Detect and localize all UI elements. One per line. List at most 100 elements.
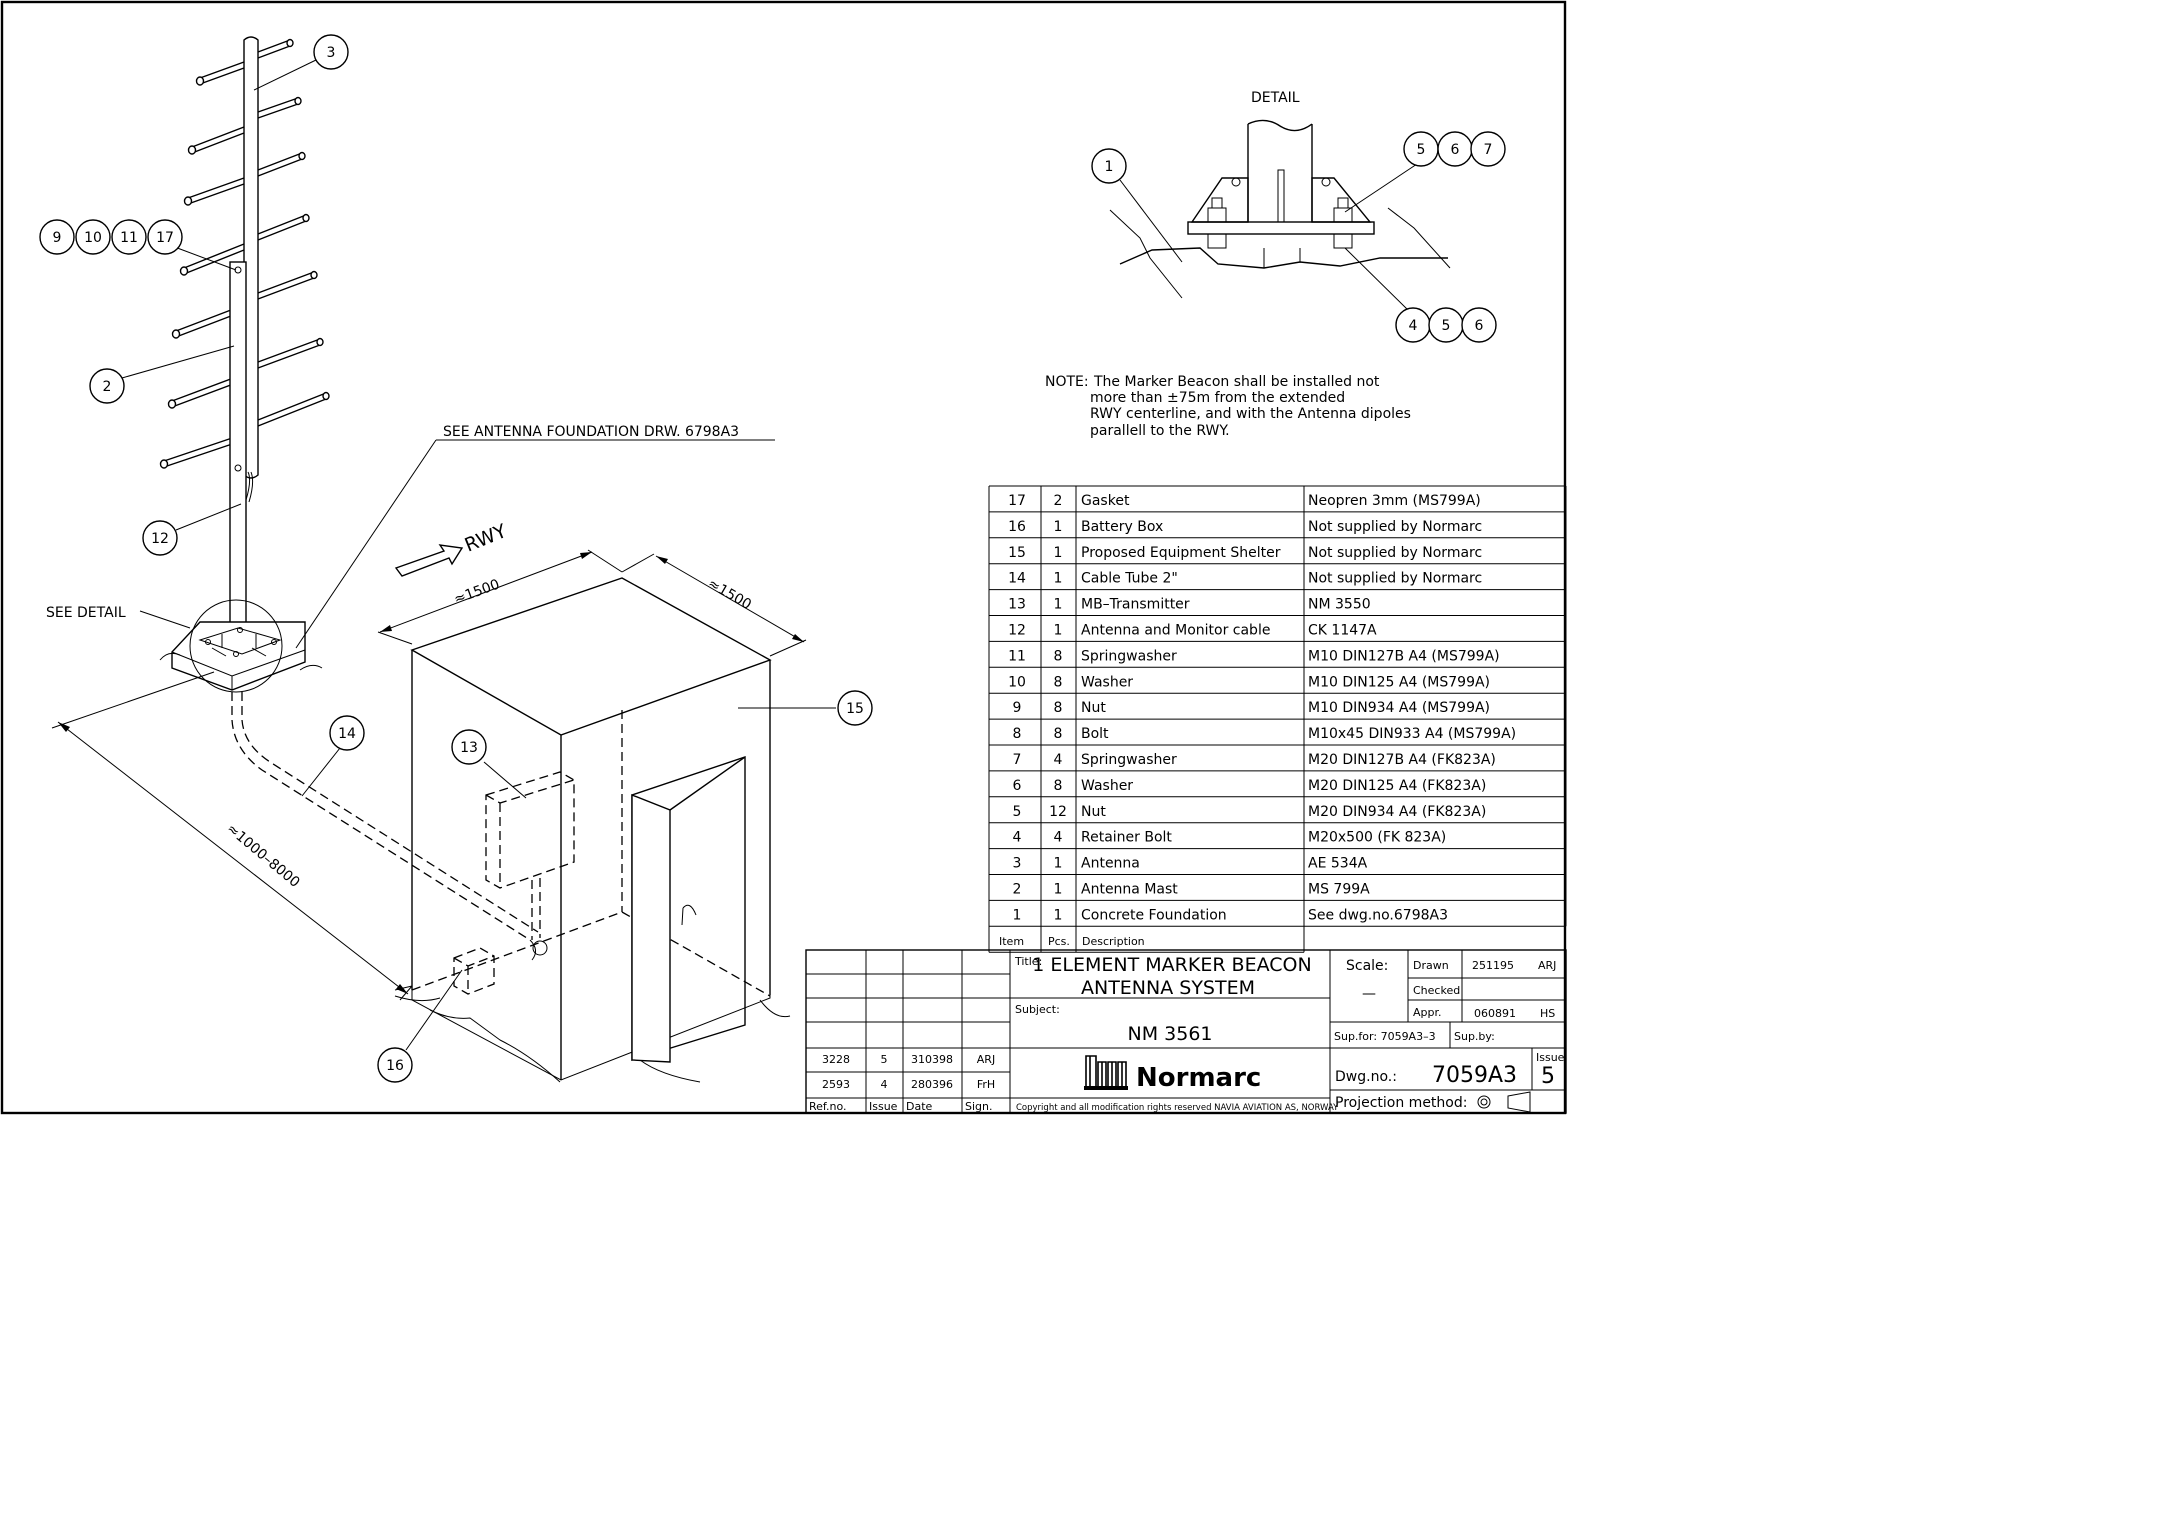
parts-header-pcs: Pcs. (1048, 935, 1070, 948)
parts-cell-pcs: 2 (1054, 493, 1063, 509)
parts-cell-pcs: 12 (1049, 804, 1067, 820)
parts-cell-reference: M10 DIN125 A4 (MS799A) (1308, 674, 1490, 690)
subject-label: Subject: (1015, 1003, 1060, 1016)
detail-callout-5: 5 (1417, 142, 1426, 158)
rev-ref-2: 2593 (822, 1078, 850, 1091)
parts-cell-item: 13 (1008, 597, 1026, 613)
parts-cell-pcs: 1 (1054, 571, 1063, 587)
callout-circle (89, 368, 125, 404)
parts-cell-reference: Not supplied by Normarc (1308, 545, 1482, 561)
parts-cell-item: 2 (1013, 882, 1022, 898)
callout-10: 10 (84, 230, 102, 246)
title-label: Title: (1014, 955, 1042, 968)
parts-cell-pcs: 4 (1054, 752, 1063, 768)
detail-callout-6: 6 (1451, 142, 1460, 158)
projection-symbol-icon (1477, 1091, 1531, 1113)
dim-1500-right: ≈1500 (705, 576, 754, 614)
drawn-by: ARJ (1538, 959, 1556, 972)
technical-drawing: 3 9 10 11 17 2 12 14 13 15 16 1 5 6 7 4 … (0, 0, 1567, 1115)
parts-cell-pcs: 8 (1054, 674, 1063, 690)
title-line-1: 1 ELEMENT MARKER BEACON (1032, 954, 1311, 976)
dwg-label: Dwg.no.: (1335, 1069, 1397, 1085)
rwy-arrow (394, 544, 464, 577)
callout-9: 9 (53, 230, 62, 246)
parts-cell-reference: Neopren 3mm (MS799A) (1308, 493, 1481, 509)
detail-callout-6b: 6 (1475, 318, 1484, 334)
callout-circle (1470, 131, 1506, 167)
callout-14: 14 (338, 726, 356, 742)
parts-cell-reference: M20 DIN127B A4 (FK823A) (1308, 752, 1496, 768)
detail-view (1109, 119, 1451, 299)
parts-cell-description: Nut (1081, 700, 1106, 716)
callout-16: 16 (386, 1058, 404, 1074)
parts-cell-reference: MS 799A (1308, 882, 1370, 898)
parts-cell-item: 7 (1013, 752, 1022, 768)
antenna-assembly (159, 36, 330, 693)
rev-date-1: 310398 (911, 1053, 953, 1066)
appr-date: 060891 (1474, 1007, 1516, 1020)
parts-cell-description: MB–Transmitter (1081, 597, 1190, 613)
dim-cable-length: ≈1000–8000 (223, 821, 302, 891)
appr-by: HS (1540, 1007, 1555, 1020)
callout-circle (1091, 148, 1127, 184)
see-detail-label: SEE DETAIL (46, 605, 126, 621)
rev-date-2: 280396 (911, 1078, 953, 1091)
parts-cell-item: 11 (1008, 648, 1026, 664)
parts-cell-description: Antenna (1081, 856, 1140, 872)
parts-cell-description: Nut (1081, 804, 1106, 820)
callout-circle (451, 729, 487, 765)
rev-header-sign: Sign. (965, 1100, 993, 1113)
parts-cell-reference: AE 534A (1308, 856, 1368, 872)
equipment-shelter (394, 577, 791, 1083)
parts-cell-description: Antenna Mast (1081, 882, 1178, 898)
parts-cell-pcs: 1 (1054, 856, 1063, 872)
parts-cell-pcs: 1 (1054, 623, 1063, 639)
callout-circles (39, 34, 1506, 1083)
note-line-3: RWY centerline, and with the Antenna dip… (1090, 406, 1411, 422)
parts-cell-description: Battery Box (1081, 519, 1163, 535)
note-line-4: parallell to the RWY. (1090, 423, 1230, 439)
note-line-2: more than ±75m from the extended (1090, 390, 1345, 406)
parts-cell-reference: M10x45 DIN933 A4 (MS799A) (1308, 726, 1516, 742)
parts-cell-description: Springwasher (1081, 648, 1177, 664)
parts-cell-pcs: 1 (1054, 882, 1063, 898)
parts-cell-pcs: 8 (1054, 726, 1063, 742)
dwg-number: 7059A3 (1432, 1063, 1517, 1088)
parts-cell-pcs: 8 (1054, 700, 1063, 716)
parts-cell-item: 3 (1013, 856, 1022, 872)
rev-header-ref: Ref.no. (809, 1100, 847, 1113)
parts-cell-description: Bolt (1081, 726, 1109, 742)
callout-circle (329, 715, 365, 751)
cable-tube (231, 692, 539, 961)
parts-cell-pcs: 1 (1054, 907, 1063, 923)
callout-2: 2 (103, 379, 112, 395)
dimensions (51, 549, 807, 1001)
leader-lines (121, 59, 1421, 1051)
title-block: Ref.no. Issue Date Sign. 3228 5 310398 A… (805, 949, 1567, 1114)
scale-value: — (1362, 986, 1376, 1002)
parts-cell-item: 9 (1013, 700, 1022, 716)
rev-ref-1: 3228 (822, 1053, 850, 1066)
parts-cell-item: 16 (1008, 519, 1026, 535)
dim-1500-left: ≈1500 (452, 577, 502, 608)
detail-callout-4b: 4 (1409, 318, 1418, 334)
copyright-text: Copyright and all modification rights re… (1016, 1103, 1339, 1113)
parts-cell-pcs: 1 (1054, 597, 1063, 613)
parts-cell-reference: Not supplied by Normarc (1308, 519, 1482, 535)
parts-cell-item: 5 (1013, 804, 1022, 820)
parts-cell-reference: M20x500 (FK 823A) (1308, 830, 1446, 846)
parts-cell-description: Gasket (1081, 493, 1130, 509)
appr-label: Appr. (1413, 1006, 1442, 1019)
installation-note: NOTE: The Marker Beacon shall be install… (1045, 374, 1411, 439)
drawn-label: Drawn (1413, 959, 1449, 972)
callout-circle (111, 219, 147, 255)
callout-numbers: 3 9 10 11 17 2 12 14 13 15 16 1 5 6 7 4 … (53, 45, 1493, 1074)
rev-sign-2: FrH (977, 1078, 995, 1091)
rev-issue-2: 4 (881, 1078, 888, 1091)
parts-cell-pcs: 8 (1054, 778, 1063, 794)
sheet-border (0, 0, 1567, 1115)
detail-title: DETAIL (1251, 90, 1300, 106)
parts-cell-description: Washer (1081, 778, 1133, 794)
parts-cell-item: 1 (1013, 907, 1022, 923)
parts-cell-pcs: 1 (1054, 519, 1063, 535)
